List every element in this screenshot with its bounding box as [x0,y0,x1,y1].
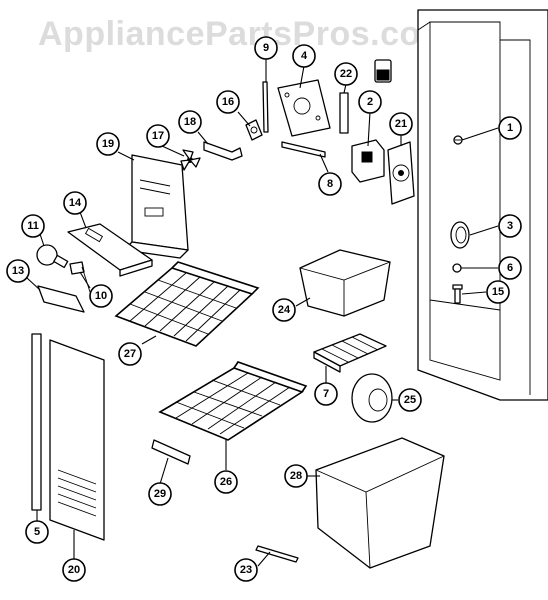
callout: 16 [216,90,240,114]
part-switch-16 [245,119,263,141]
callout: 6 [498,256,522,280]
part-bulb-11 [36,244,69,269]
callout-label: 8 [327,178,333,190]
callout: 15 [486,280,510,304]
part-shelf-26 [158,361,308,441]
callout-label: 27 [124,348,136,360]
callout-label: 10 [95,290,107,302]
callout: 17 [146,124,170,148]
callout: 14 [63,191,87,215]
callout-label: 21 [395,118,407,130]
callout: 28 [284,464,308,488]
part-socket-10 [69,261,91,293]
part-rod-9 [262,81,269,133]
part-plate-4 [277,79,331,137]
callout-label: 13 [12,265,24,277]
callout: 5 [25,520,49,544]
leader-lines [26,58,499,567]
part-housing-2 [351,139,385,183]
callout: 29 [148,482,172,506]
callout: 13 [6,259,30,283]
callout-label: 19 [102,138,114,150]
part-rail-29 [151,439,191,465]
callout: 11 [21,214,45,238]
part-cap [374,59,392,83]
callout-label: 18 [184,116,196,128]
part-motor-21 [387,141,415,205]
part-screw-1 [453,135,463,145]
callout: 19 [96,132,120,156]
part-strip-23 [255,545,299,563]
callout-label: 5 [34,526,40,538]
callout: 7 [314,382,338,406]
callout-label: 4 [301,50,308,62]
callout-label: 17 [152,130,164,142]
callout-label: 15 [492,286,504,298]
callout-label: 11 [27,220,39,232]
callout: 4 [292,44,316,68]
part-storage-bin-28 [315,437,445,569]
part-screw-15 [452,284,463,304]
callout: 9 [254,36,278,60]
callout: 26 [214,470,238,494]
callout-label: 6 [507,262,513,274]
part-grommet-3 [450,221,470,249]
callout-label: 9 [263,42,269,54]
part-nut-6 [452,263,462,273]
part-fan-17 [180,149,201,171]
part-bin-24 [299,249,391,317]
part-shelf-27 [114,261,260,347]
callout-label: 3 [507,220,513,232]
callout: 2 [358,90,382,114]
part-cover-19 [123,154,189,259]
callout: 24 [272,298,296,322]
callout: 20 [62,558,86,582]
callout: 23 [234,558,258,582]
callout-label: 14 [69,197,82,209]
callout: 18 [178,110,202,134]
part-light-housing-14 [67,223,153,277]
part-bar-8 [281,141,326,158]
part-lens-13 [37,285,85,313]
part-clip-18 [203,141,243,161]
part-strip-5 [31,333,42,511]
callout-label: 16 [222,96,234,108]
callout: 21 [389,112,413,136]
callout-label: 28 [290,470,302,482]
callout-label: 25 [404,394,416,406]
callout: 25 [398,388,422,412]
callout-label: 24 [278,304,291,316]
watermark-text: AppliancePartsPros.com [38,15,451,53]
callout-label: 29 [154,488,166,500]
callout: 3 [498,214,522,238]
cabinet-liner [417,9,548,401]
part-ice-tray-7 [313,333,387,373]
callout-label: 26 [220,476,232,488]
callout-label: 23 [240,564,252,576]
part-bracket-22 [339,92,349,134]
callout: 8 [318,172,342,196]
callout-label: 1 [507,122,513,134]
callout-label: 7 [323,388,329,400]
callout: 1 [498,116,522,140]
callout-label: 22 [340,68,352,80]
callout-label: 2 [367,96,373,108]
callout: 10 [89,284,113,308]
callout: 22 [334,62,358,86]
callout-label: 20 [68,564,80,576]
part-cap-25 [351,373,393,423]
part-panel-20 [49,339,105,541]
callout: 27 [118,342,142,366]
